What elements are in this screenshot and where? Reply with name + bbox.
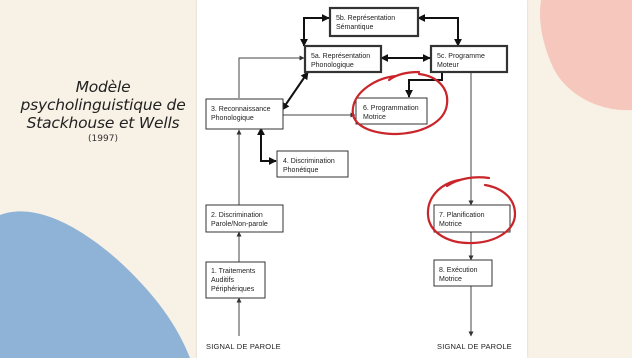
edge-3-5a-bold <box>281 71 309 111</box>
box-5a-phonological-representation: 5a. Représentation Phonologique <box>303 44 383 74</box>
box-6-line-1: 6. Programmation <box>363 105 419 112</box>
box-2-line-1: 2. Discrimination <box>211 212 263 219</box>
box-4-phonetic-discrimination: 4. Discrimination Phonétique <box>276 150 349 178</box>
box-3-phonological-recognition: 3. Reconnaissance Phonologique <box>205 98 284 130</box>
box-8-line-1: 8. Exécution <box>439 267 478 274</box>
box-1-peripheral-auditory-processing: 1. Traitements Auditifs Périphériques <box>205 261 266 299</box>
box-8-line-2: Motrice <box>439 276 462 283</box>
box-7-line-2: Motrice <box>439 221 462 228</box>
title-line-2: psycholinguistique de <box>20 96 186 114</box>
title-line-1: Modèle <box>75 78 131 96</box>
signal-left-label: SIGNAL DE PAROLE <box>206 342 281 351</box>
box-5b-line-1: 5b. Représentation <box>336 15 395 22</box>
box-5b-line-2: Sémantique <box>336 24 373 31</box>
box-1-line-1: 1. Traitements <box>211 268 256 275</box>
edge-3-4 <box>257 127 277 165</box>
box-3-line-2: Phonologique <box>211 115 254 122</box>
title-year: (1997) <box>88 134 118 144</box>
box-5b-semantic-representation: 5b. Représentation Sémantique <box>328 6 420 38</box>
box-5c-line-2: Moteur <box>437 62 459 69</box>
edge-3-5a <box>238 55 305 98</box>
box-2-speech-nonspeech-discrimination: 2. Discrimination Parole/Non-parole <box>205 204 284 233</box>
box-1-line-3: Périphériques <box>211 286 255 293</box>
box-3-line-1: 3. Reconnaissance <box>211 106 271 113</box>
title-line-3: Stackhouse et Wells <box>26 114 180 132</box>
box-7-line-1: 7. Planification <box>439 212 485 219</box>
diagram-panel: 5b. Représentation Sémantique 5a. Représ… <box>197 0 527 358</box>
box-6-line-2: Motrice <box>363 114 386 121</box>
box-1-line-2: Auditifs <box>211 277 234 284</box>
box-5a-line-1: 5a. Représentation <box>311 53 370 60</box>
signal-right-label: SIGNAL DE PAROLE <box>437 342 512 351</box>
box-7-motor-planning: 7. Planification Motrice <box>433 204 511 233</box>
box-5c-motor-program: 5c. Programme Moteur <box>429 44 509 74</box>
box-4-line-1: 4. Discrimination <box>283 158 335 165</box>
edge-5a-5b <box>300 14 330 47</box>
box-5c-line-1: 5c. Programme <box>437 53 485 60</box>
box-5a-line-2: Phonologique <box>311 62 354 69</box>
box-4-line-2: Phonétique <box>283 167 319 174</box>
red-circle-annotation-7 <box>426 176 517 245</box>
slide-title: Modèle psycholinguistique de Stackhouse … <box>20 78 186 145</box>
red-circle-annotation-6 <box>351 70 449 136</box>
box-8-motor-execution: 8. Exécution Motrice <box>433 259 493 287</box>
box-2-line-2: Parole/Non-parole <box>211 221 268 228</box>
stackhouse-wells-diagram: 5b. Représentation Sémantique 5a. Représ… <box>205 6 517 351</box>
edge-5c-6 <box>405 72 443 98</box>
box-6-motor-programming: 6. Programmation Motrice <box>355 97 428 125</box>
edge-5b-5c <box>417 14 462 47</box>
